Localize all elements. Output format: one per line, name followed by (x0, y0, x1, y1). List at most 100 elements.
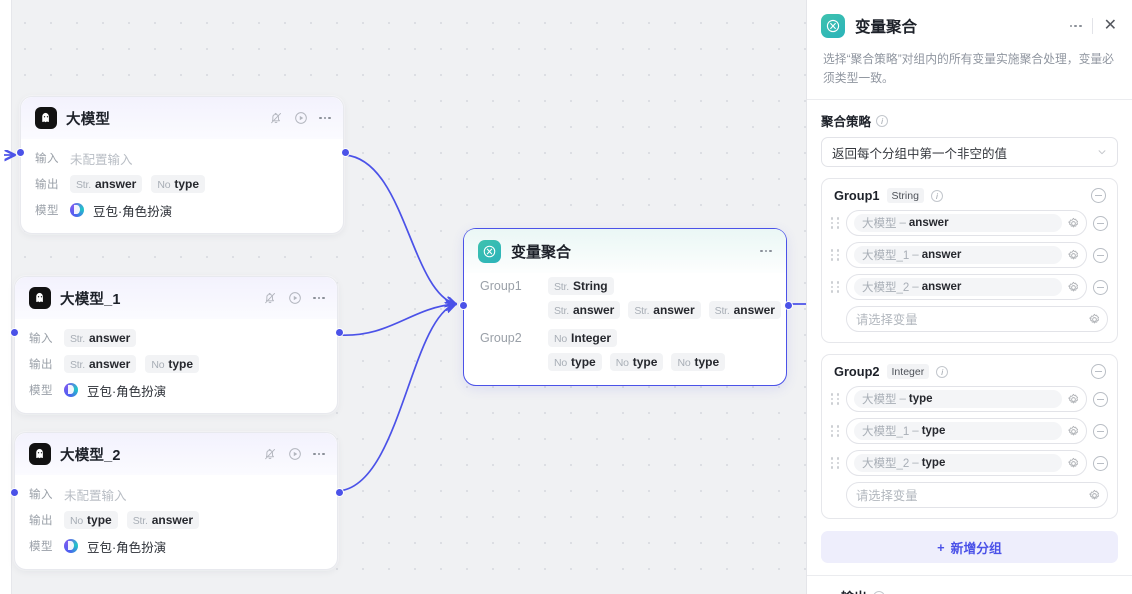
drag-handle-icon[interactable] (831, 281, 840, 293)
info-icon[interactable]: i (930, 189, 943, 202)
variable-row[interactable]: 大模型–answer (831, 210, 1108, 237)
remove-group-button[interactable] (1091, 364, 1106, 380)
model-label: 模型 (29, 541, 53, 553)
more-horizontal-icon[interactable] (319, 115, 331, 122)
variable-row[interactable]: 大模型_2–type (831, 450, 1108, 477)
doubao-icon (64, 383, 78, 397)
remove-variable-button[interactable] (1093, 279, 1108, 295)
gear-icon[interactable] (1067, 457, 1080, 470)
variable-pill: 大模型_2–type (854, 454, 1062, 473)
variable-row[interactable]: 大模型_1–answer (831, 242, 1108, 269)
variable-row-empty[interactable]: 请选择变量 (831, 306, 1108, 333)
remove-variable-button[interactable] (1093, 391, 1108, 407)
remove-group-button[interactable] (1091, 188, 1106, 204)
properties-panel: 变量聚合 ✕ 选择“聚合策略”对组内的所有变量实施聚合处理，变量必须类型一致。 … (806, 0, 1132, 594)
more-horizontal-icon[interactable] (313, 295, 325, 302)
node-header[interactable]: 大模型 (21, 97, 343, 139)
node-header-actions[interactable] (269, 111, 331, 125)
info-icon[interactable]: i (873, 590, 886, 594)
node-header[interactable]: 变量聚合 (464, 229, 786, 273)
variable-field[interactable]: 大模型_2–type (846, 450, 1087, 477)
node-input-row: 输入 未配置输入 (29, 483, 323, 505)
gear-icon[interactable] (1067, 249, 1080, 262)
more-horizontal-icon[interactable] (1069, 23, 1082, 30)
gear-icon[interactable] (1067, 425, 1080, 438)
gear-icon[interactable] (1067, 393, 1080, 406)
node-output-port[interactable] (341, 148, 350, 157)
drag-handle-icon[interactable] (831, 217, 840, 229)
panel-header: 变量聚合 ✕ 选择“聚合策略”对组内的所有变量实施聚合处理，变量必须类型一致。 (807, 0, 1132, 99)
remove-variable-button[interactable] (1093, 455, 1108, 471)
node-input-port[interactable] (10, 328, 19, 337)
add-group-button[interactable]: + 新增分组 (821, 531, 1118, 564)
group-item-tag: Str.answer (628, 301, 701, 319)
add-group-label: 新增分组 (950, 540, 1002, 556)
strategy-select[interactable]: 返回每个分组中第一个非空的值 (821, 137, 1118, 168)
variable-pill: 大模型_2–answer (854, 278, 1062, 297)
variable-row[interactable]: 大模型–type (831, 386, 1108, 413)
run-play-icon[interactable] (288, 447, 302, 461)
group-item-tag: Str.answer (548, 301, 621, 319)
bell-muted-icon[interactable] (269, 111, 283, 125)
output-tag: Str.answer (70, 175, 143, 193)
bell-muted-icon[interactable] (263, 291, 277, 305)
variable-field[interactable]: 大模型_2–answer (846, 274, 1087, 301)
node-header[interactable]: 大模型_1 (15, 277, 337, 319)
node-output-port[interactable] (784, 301, 793, 310)
drag-handle-icon[interactable] (831, 249, 840, 261)
variable-field[interactable]: 大模型_1–answer (846, 242, 1087, 269)
node-header[interactable]: 大模型_2 (15, 433, 337, 475)
variable-field-empty[interactable]: 请选择变量 (846, 482, 1108, 509)
panel-content[interactable]: 聚合策略 i 返回每个分组中第一个非空的值 Group1 String i (807, 100, 1132, 594)
remove-variable-button[interactable] (1093, 247, 1108, 263)
drag-handle-icon[interactable] (831, 393, 840, 405)
node-variable-aggregation[interactable]: 变量聚合 Group1 Str.String Str.answer Str.an… (459, 228, 793, 386)
run-play-icon[interactable] (294, 111, 308, 125)
remove-variable-button[interactable] (1093, 423, 1108, 439)
group-name: Group1 (834, 188, 880, 204)
variable-field[interactable]: 大模型–answer (846, 210, 1087, 237)
variable-pill: 大模型_1–answer (854, 246, 1062, 265)
node-header-actions[interactable] (263, 291, 325, 305)
info-icon[interactable]: i (876, 114, 889, 127)
node-title: 变量聚合 (511, 243, 572, 261)
gear-icon[interactable] (1067, 281, 1080, 294)
node-input-port[interactable] (16, 148, 25, 157)
node-input-port[interactable] (10, 488, 19, 497)
variable-row-empty[interactable]: 请选择变量 (831, 482, 1108, 509)
gear-icon[interactable] (1067, 217, 1080, 230)
drag-handle-icon[interactable] (831, 457, 840, 469)
input-label: 输入 (29, 333, 53, 345)
variable-row[interactable]: 大模型_2–answer (831, 274, 1108, 301)
variable-field[interactable]: 大模型–type (846, 386, 1087, 413)
output-header[interactable]: 输出 i (825, 587, 1118, 594)
variable-field[interactable]: 大模型_1–type (846, 418, 1087, 445)
more-horizontal-icon[interactable] (313, 451, 325, 458)
panel-title-row: 变量聚合 ✕ (821, 8, 1118, 44)
node-output-port[interactable] (335, 488, 344, 497)
node-header-actions[interactable] (263, 447, 325, 461)
doubao-icon (64, 539, 78, 553)
gear-icon[interactable] (1088, 489, 1101, 502)
remove-variable-button[interactable] (1093, 215, 1108, 231)
model-name: 豆包·角色扮演 (87, 540, 167, 555)
run-play-icon[interactable] (288, 291, 302, 305)
info-icon[interactable]: i (936, 365, 949, 378)
close-icon[interactable]: ✕ (1103, 17, 1117, 34)
drag-handle-icon[interactable] (831, 425, 840, 437)
node-input-port[interactable] (459, 301, 468, 310)
more-horizontal-icon[interactable] (760, 248, 772, 255)
bell-muted-icon[interactable] (263, 447, 277, 461)
variable-row[interactable]: 大模型_1–type (831, 418, 1108, 445)
variable-field-empty[interactable]: 请选择变量 (846, 306, 1108, 333)
gear-icon[interactable] (1088, 313, 1101, 326)
node-output-port[interactable] (335, 328, 344, 337)
model-name: 豆包·角色扮演 (87, 384, 167, 399)
